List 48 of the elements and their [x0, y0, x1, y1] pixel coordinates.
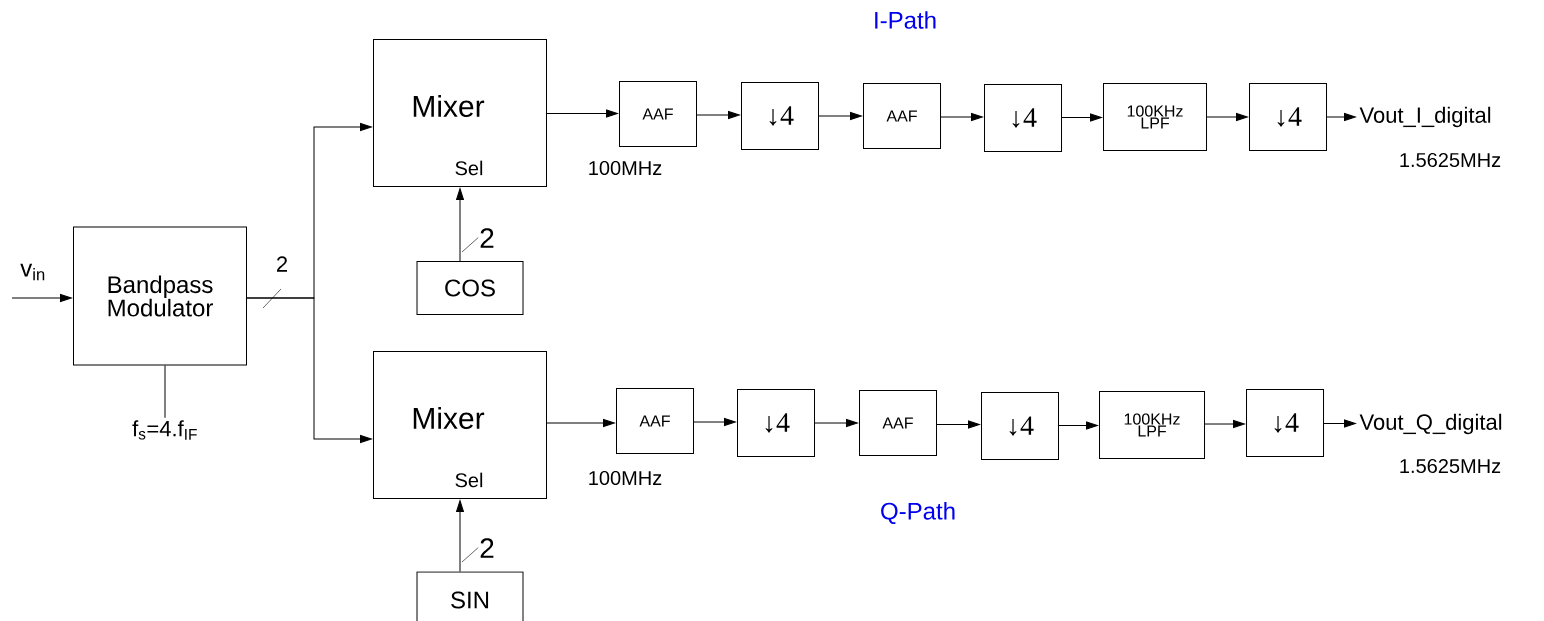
arrow [818, 112, 862, 120]
block-box: ↓4 [1249, 83, 1327, 151]
arrow [936, 420, 980, 429]
arrow [11, 294, 72, 302]
signal-label: Vout_Q_digital [1359, 413, 1502, 435]
text-label: I-Path [875, 11, 936, 29]
mixer-box: Mixer Sel [373, 39, 547, 187]
arrow [696, 111, 740, 119]
block-box: ↓4 [981, 392, 1059, 460]
block-box: 100KHz LPF [1099, 391, 1205, 459]
bus-width-label: 2 [478, 227, 496, 249]
block-box: SIN [416, 571, 524, 621]
block-box: AAF [616, 388, 694, 454]
arrow [814, 419, 858, 427]
block-box: AAF [619, 81, 697, 147]
block-box: ↓4 [1246, 389, 1324, 457]
arrow [246, 297, 372, 443]
arrow [1206, 113, 1248, 121]
block-box: AAF [859, 390, 937, 456]
block-box: Bandpass Modulator [73, 226, 247, 366]
arrow [693, 418, 736, 426]
arrow [456, 500, 464, 572]
signal-label: Vout_I_digital [1359, 106, 1491, 128]
arrow [456, 188, 464, 262]
signal-label: f$_{s}$=4.f$_{IF}$ [132, 420, 197, 440]
frequency-label: 1.5625MHz [1400, 152, 1501, 168]
arrow [940, 113, 983, 121]
arrow [1061, 113, 1102, 122]
arrow [546, 109, 618, 118]
block-box: ↓4 [741, 82, 819, 150]
block-box: 100KHz LPF [1103, 83, 1207, 151]
frequency-label: 1.5625MHz [1400, 458, 1501, 474]
mixer-box: Mixer Sel [373, 351, 547, 499]
arrow [1204, 420, 1245, 428]
arrow [1058, 421, 1098, 430]
arrow [1323, 419, 1356, 428]
block-box: ↓4 [984, 84, 1062, 152]
text-label: 100MHz [589, 160, 662, 176]
arrow [1326, 113, 1356, 121]
text-label: v$_{in}$ [20, 263, 45, 281]
block-box: ↓4 [737, 389, 815, 457]
block-box: AAF [863, 83, 941, 149]
text-label: 100MHz [589, 470, 662, 486]
bus-width-label: 2 [478, 537, 496, 559]
text-label: 2 [277, 256, 287, 272]
text-label: Q-Path [881, 502, 955, 524]
block-box: COS [416, 261, 524, 315]
arrow [546, 419, 615, 427]
